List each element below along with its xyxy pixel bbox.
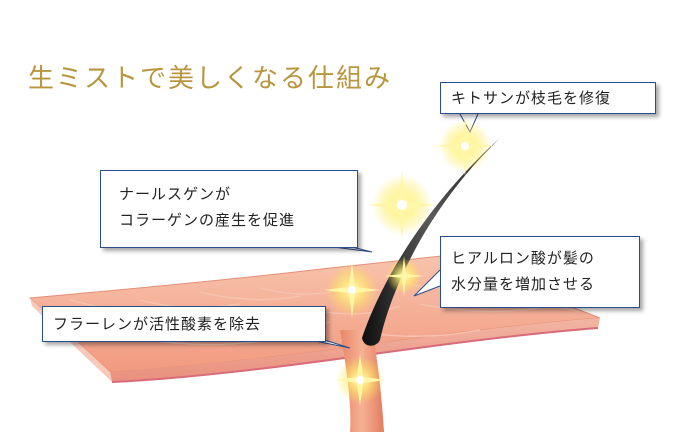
callout-text: フラーレンが活性酸素を除去 bbox=[53, 315, 262, 333]
callout-text-line-1: ヒアルロン酸が髪の bbox=[451, 249, 595, 267]
callout-collagen: ナールスゲンが コラーゲンの産生を促進 bbox=[100, 170, 358, 248]
callout-branch-repair: キトサンが枝毛を修復 bbox=[440, 82, 656, 114]
callout-hyaluronic: ヒアルロン酸が髪の 水分量を増加させる bbox=[440, 236, 640, 308]
callout-text-line-2: コラーゲンの産生を促進 bbox=[119, 211, 296, 229]
callout-text-line-1: ナールスゲンが bbox=[119, 185, 232, 203]
hair-shaft bbox=[362, 138, 500, 346]
callout-text-line-2: 水分量を増加させる bbox=[451, 275, 596, 293]
page-title: 生ミストで美しくなる仕組み bbox=[28, 64, 393, 94]
callout-fullerene: フラーレンが活性酸素を除去 bbox=[42, 306, 326, 342]
callout-text: キトサンが枝毛を修復 bbox=[451, 89, 612, 107]
sparkle-effects bbox=[324, 116, 495, 406]
